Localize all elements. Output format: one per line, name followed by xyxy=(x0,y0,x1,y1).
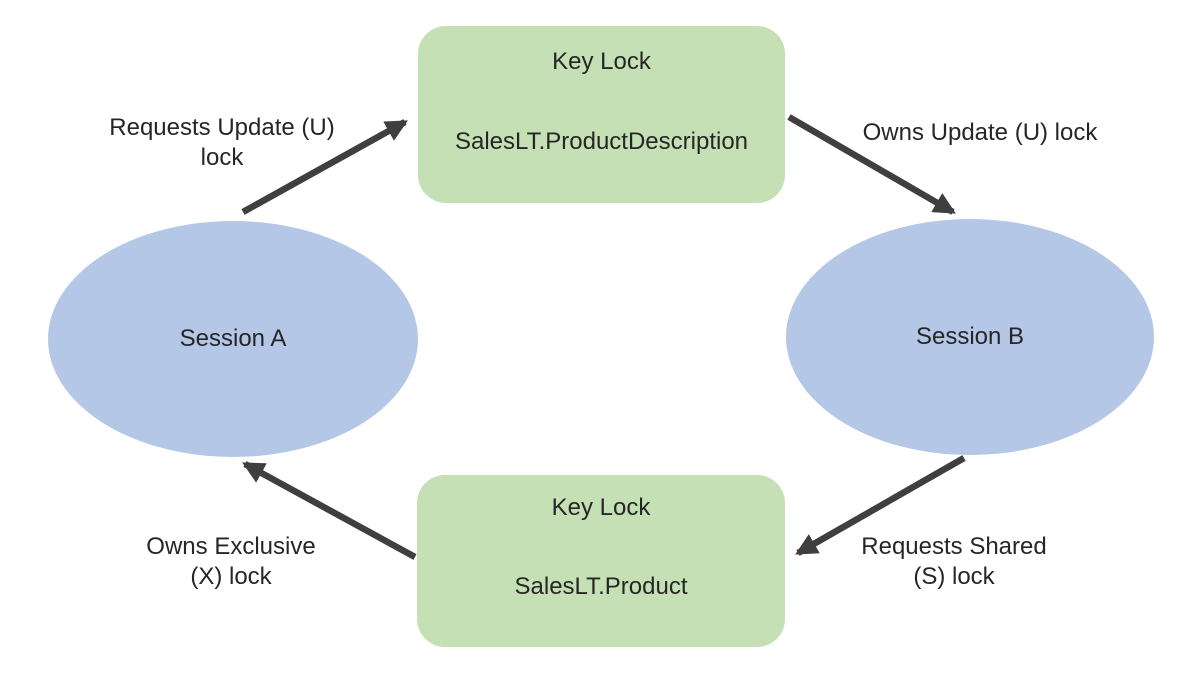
node-object-name: SalesLT.Product xyxy=(514,573,688,600)
edge-label-requests-update-lock: Requests Update (U) lock xyxy=(82,113,362,173)
edge-label-requests-shared-lock: Requests Shared (S) lock xyxy=(814,532,1094,592)
edge-label-line: Requests Shared xyxy=(861,533,1047,560)
node-session-b: Session B xyxy=(786,219,1154,455)
edge-label-line: (S) lock xyxy=(913,563,995,590)
edge-label-line: Requests Update (U) xyxy=(109,114,335,141)
node-key-lock-product-description: Key Lock SalesLT.ProductDescription xyxy=(418,26,785,203)
node-session-a: Session A xyxy=(48,221,418,457)
edge-label-line: Owns Update (U) lock xyxy=(862,119,1098,146)
node-title: Key Lock xyxy=(552,48,651,75)
node-object-name: SalesLT.ProductDescription xyxy=(454,128,749,155)
node-title: Key Lock xyxy=(551,494,651,521)
node-label: Session A xyxy=(179,325,287,352)
node-label: Session B xyxy=(915,323,1025,350)
edge-label-line: lock xyxy=(200,144,244,171)
edge-label-owns-exclusive-lock: Owns Exclusive (X) lock xyxy=(91,532,371,592)
edge-label-line: Owns Exclusive xyxy=(146,533,316,560)
edge-label-owns-update-lock: Owns Update (U) lock xyxy=(830,118,1130,148)
node-key-lock-product: Key Lock SalesLT.Product xyxy=(417,475,785,647)
edge-label-line: (X) lock xyxy=(190,563,272,590)
